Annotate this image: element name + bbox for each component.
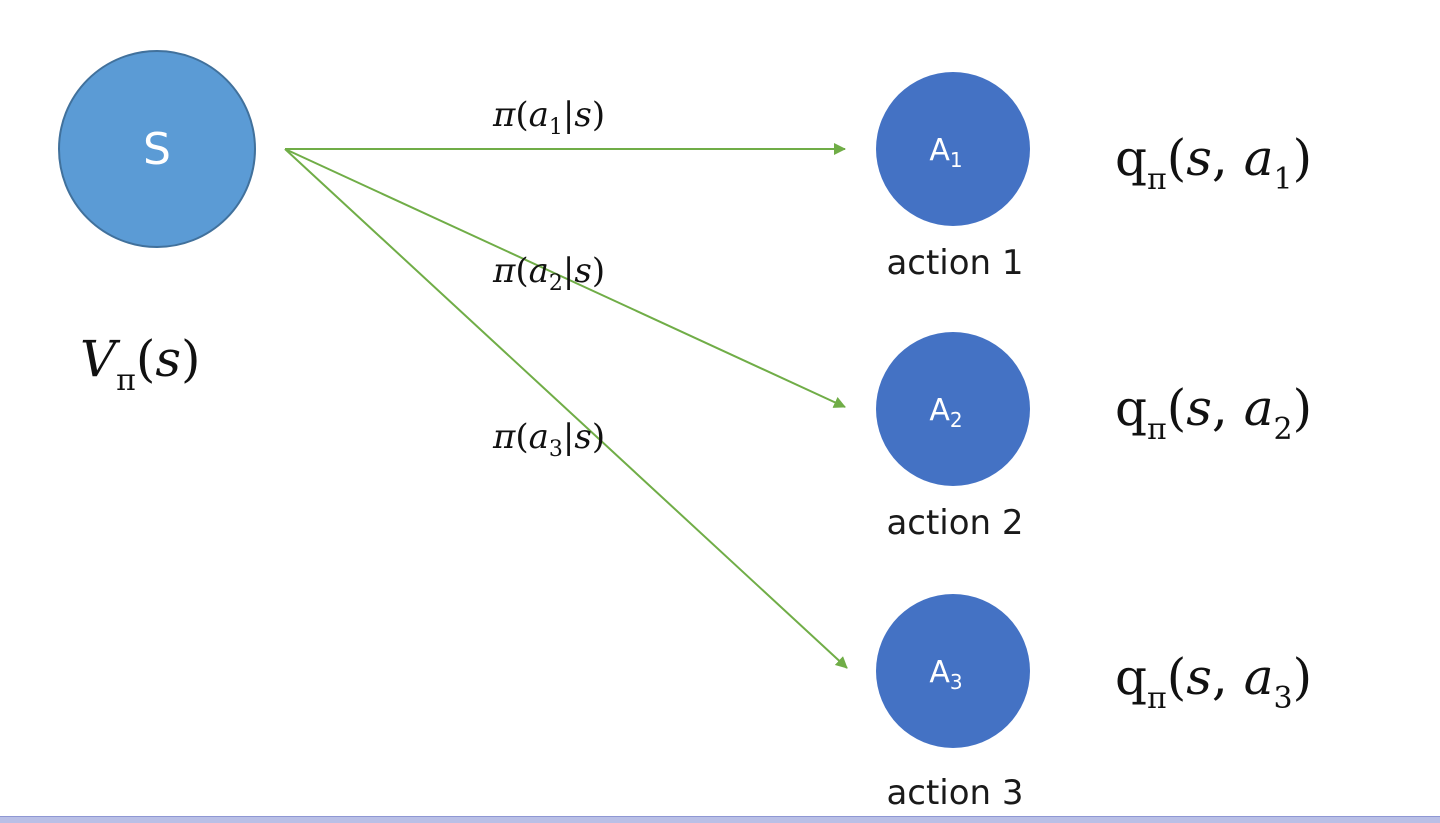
bottom-divider bbox=[0, 816, 1440, 823]
state-node: S bbox=[58, 50, 256, 248]
state-value-main: V bbox=[80, 330, 121, 388]
arrow-to-action-3 bbox=[284, 148, 848, 669]
action-circle-3 bbox=[876, 594, 1030, 748]
action-caption-2: action 2 bbox=[886, 503, 1023, 543]
policy-label-3: π(a3|s) bbox=[492, 417, 605, 462]
action-letter-1: A1 bbox=[929, 133, 962, 172]
state-value-sub: π bbox=[116, 363, 136, 398]
state-value-open: ( bbox=[136, 330, 156, 388]
action-letter-3: A3 bbox=[929, 655, 962, 694]
arrow-to-action-2 bbox=[284, 148, 846, 408]
action-circle-1 bbox=[876, 72, 1030, 226]
q-value-label-1: qπ(s, a1) bbox=[1115, 129, 1312, 197]
action-node-1: A1 bbox=[876, 72, 1030, 226]
action-caption-3: action 3 bbox=[886, 773, 1023, 813]
action-letter-2: A2 bbox=[929, 393, 962, 432]
state-value-arg: s bbox=[155, 330, 181, 388]
state-letter: S bbox=[143, 124, 171, 175]
action-node-3: A3 bbox=[876, 594, 1030, 748]
action-node-2: A2 bbox=[876, 332, 1030, 486]
q-value-label-2: qπ(s, a2) bbox=[1115, 379, 1312, 447]
policy-label-2: π(a2|s) bbox=[492, 251, 605, 296]
state-value-label: Vπ(s) bbox=[80, 330, 201, 398]
policy-label-1: π(a1|s) bbox=[492, 95, 605, 140]
q-value-label-3: qπ(s, a3) bbox=[1115, 648, 1312, 716]
action-circle-2 bbox=[876, 332, 1030, 486]
state-value-close: ) bbox=[181, 330, 201, 388]
action-caption-1: action 1 bbox=[886, 243, 1023, 283]
state-circle bbox=[58, 50, 256, 248]
